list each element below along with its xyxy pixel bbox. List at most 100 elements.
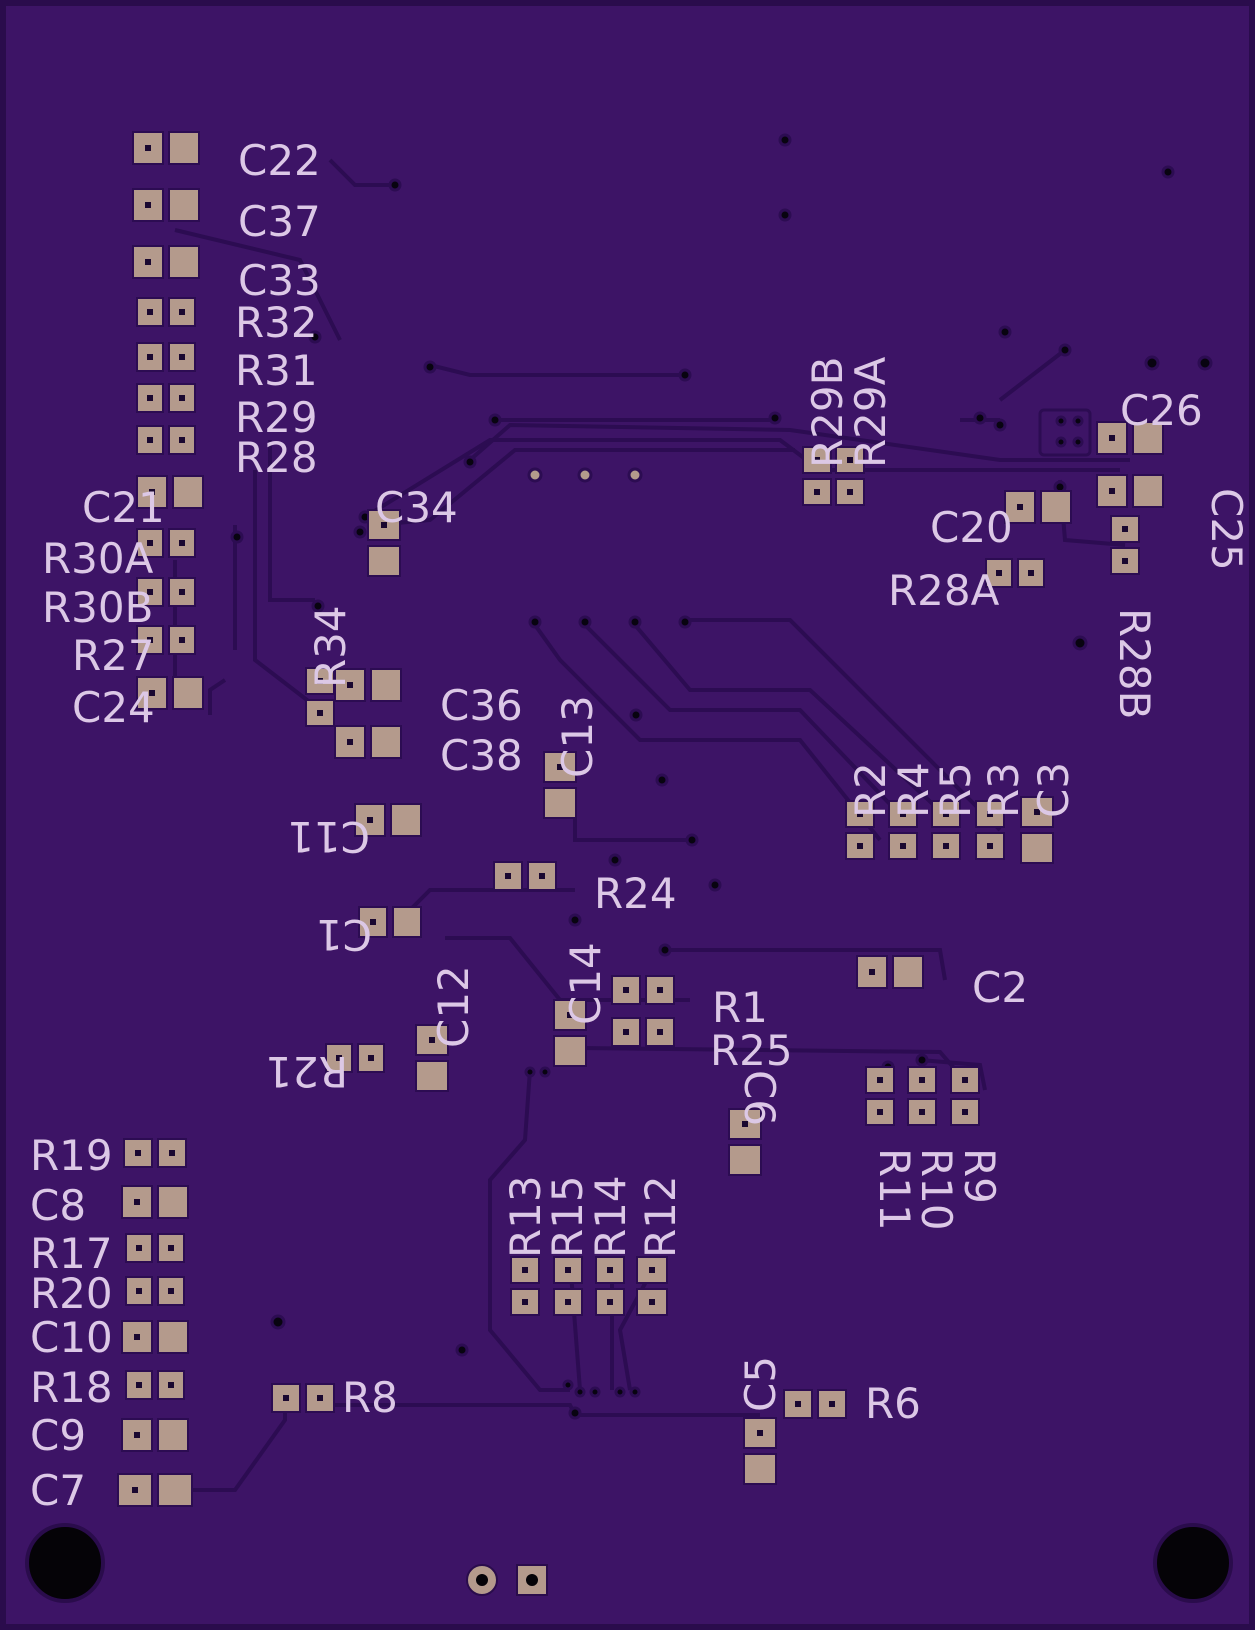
label-r5: R5 xyxy=(931,762,980,818)
pad-pair-r18 xyxy=(125,1370,185,1400)
pad-pair-c9 xyxy=(121,1418,189,1452)
label-r27: R27 xyxy=(72,631,155,680)
pad xyxy=(157,1320,189,1354)
pad-pair-r4 xyxy=(888,800,918,860)
label-r32: R32 xyxy=(235,298,318,347)
label-c10: C10 xyxy=(30,1313,113,1362)
pad xyxy=(121,1320,153,1354)
pad-via xyxy=(522,1267,528,1273)
pad-pair-r29b xyxy=(802,446,832,506)
pad-pair-r17 xyxy=(125,1233,185,1263)
pad-pair-r14 xyxy=(595,1256,625,1316)
pad-pair-c26 xyxy=(1096,421,1164,455)
label-r1: R1 xyxy=(712,983,768,1032)
label-c6: C6 xyxy=(735,1070,784,1126)
pad-pair-r31 xyxy=(136,342,196,372)
pad xyxy=(168,188,200,222)
pad-via xyxy=(557,764,563,770)
pad-via xyxy=(179,395,185,401)
pad-via xyxy=(742,1121,748,1127)
label-r9: R9 xyxy=(955,1148,1004,1204)
label-r19: R19 xyxy=(30,1131,113,1180)
pad-via xyxy=(505,873,511,879)
pad-via xyxy=(179,637,185,643)
pad-via xyxy=(962,1109,968,1115)
label-r11: R11 xyxy=(870,1148,919,1231)
pad xyxy=(835,446,865,474)
pad-via xyxy=(179,309,185,315)
pad xyxy=(553,1035,587,1067)
pad-pair-r24 xyxy=(493,861,557,891)
pad-pair-r28b xyxy=(1110,515,1140,575)
pad-via xyxy=(869,969,875,975)
label-r28b: R28B xyxy=(1110,608,1159,719)
mounting-holes xyxy=(25,1523,1233,1603)
pad-pair-c10 xyxy=(121,1320,189,1354)
label-c37: C37 xyxy=(238,197,321,246)
pad-via xyxy=(814,457,820,463)
pad-via xyxy=(370,919,376,925)
label-r13: R13 xyxy=(501,1175,550,1258)
pad-via xyxy=(795,1401,801,1407)
pad-via xyxy=(1122,526,1128,532)
pad xyxy=(132,188,164,222)
label-r34: R34 xyxy=(306,605,355,688)
label-c14: C14 xyxy=(561,942,610,1025)
vias xyxy=(230,133,1213,1420)
pad-pair-r3 xyxy=(975,800,1005,860)
pad-via xyxy=(857,843,863,849)
pad-pair-c34 xyxy=(367,509,401,577)
pad-via xyxy=(147,540,153,546)
pad-pair-c12 xyxy=(415,1024,449,1092)
pad xyxy=(1096,474,1128,508)
pad-via xyxy=(347,739,353,745)
pad-via xyxy=(1109,488,1115,494)
pad-via xyxy=(145,145,151,151)
pad-via xyxy=(567,1012,573,1018)
pad-pair-r32 xyxy=(136,297,196,327)
pad xyxy=(168,245,200,279)
pad-via xyxy=(179,437,185,443)
label-r17: R17 xyxy=(30,1229,113,1278)
pad-via xyxy=(149,489,155,495)
pad-via xyxy=(522,1299,528,1305)
pad-via xyxy=(962,1077,968,1083)
pad-pair-c7 xyxy=(117,1473,193,1507)
pad-via xyxy=(381,522,387,528)
pad-via xyxy=(987,843,993,849)
pad-pair-r28 xyxy=(136,425,196,455)
pad-pair-c1 xyxy=(358,906,422,938)
pad-pair-c3 xyxy=(1020,796,1054,864)
pad-via xyxy=(179,354,185,360)
label-r14: R14 xyxy=(586,1175,635,1258)
pad-via xyxy=(657,987,663,993)
pad-via xyxy=(919,1109,925,1115)
pad-via xyxy=(623,1029,629,1035)
pad-pair-r2 xyxy=(845,800,875,860)
label-c2: C2 xyxy=(972,963,1028,1012)
pad-pair-c6 xyxy=(728,1108,762,1176)
pad-via xyxy=(1122,558,1128,564)
pad-pair-r28a xyxy=(985,558,1045,588)
pad-via xyxy=(623,987,629,993)
silkscreen-labels: C22 C37 C33 R32 R31 R29 R28 C21 R30A R30… xyxy=(30,136,1251,1515)
label-r30a: R30A xyxy=(42,534,154,583)
pad-pair-r19 xyxy=(123,1138,187,1168)
header-footprint xyxy=(1038,408,1092,457)
pad-via xyxy=(336,1055,342,1061)
pad-via xyxy=(145,259,151,265)
pad xyxy=(136,475,168,509)
pad-via xyxy=(147,395,153,401)
pad-pair-r13 xyxy=(510,1256,540,1316)
pad-pair-c25 xyxy=(1096,474,1164,508)
pad-via xyxy=(136,1288,142,1294)
pad-pair-r12 xyxy=(636,1256,668,1316)
pad-via xyxy=(877,1077,883,1083)
pad-pair-r29 xyxy=(136,383,196,413)
pad-via xyxy=(607,1267,613,1273)
pad-pair-c14 xyxy=(553,999,587,1067)
label-r15: R15 xyxy=(543,1175,592,1258)
pad xyxy=(157,1418,189,1452)
pad-pair-r1 xyxy=(611,975,675,1005)
pad-via xyxy=(168,1288,174,1294)
